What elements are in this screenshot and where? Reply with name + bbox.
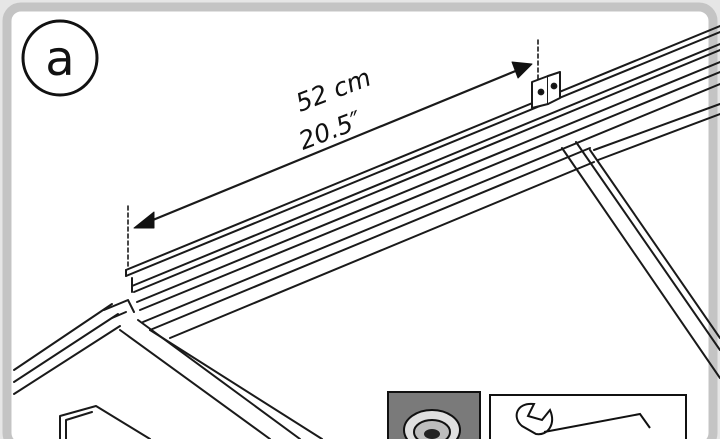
greenhouse-frame	[13, 25, 720, 439]
wrench-tool-icon	[489, 394, 687, 439]
ridge-bracket	[531, 71, 561, 109]
step-letter: a	[45, 31, 74, 87]
socket-tool-icon	[387, 391, 481, 439]
step-badge: a	[21, 19, 99, 97]
ridge-beam	[125, 25, 720, 323]
roof-panel-frame	[13, 103, 720, 439]
dimension-arrow	[133, 61, 533, 229]
